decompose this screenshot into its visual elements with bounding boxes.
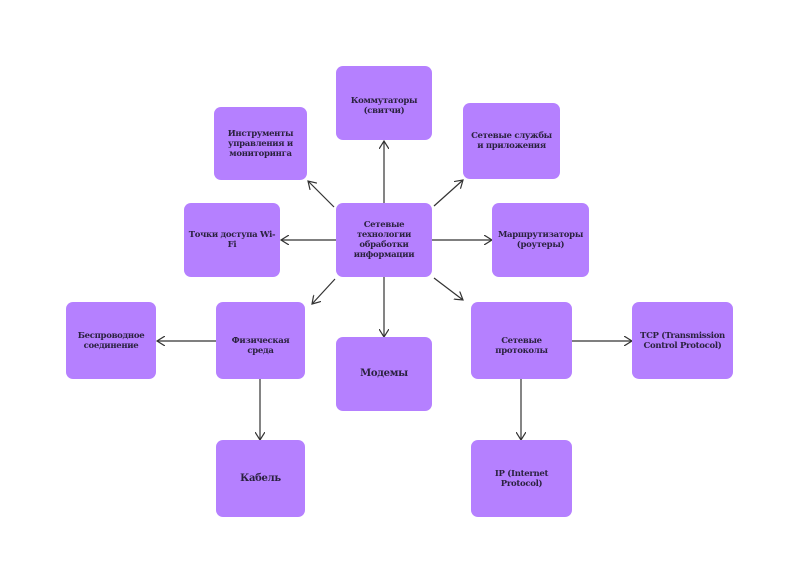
node-label: Маршрутизаторы (роутеры) bbox=[497, 230, 584, 250]
node-label: Сетевые технологии обработки информации bbox=[353, 220, 415, 260]
node-tcp[interactable]: TCP (Transmission Control Protocol) bbox=[632, 302, 733, 379]
node-label: Инструменты управления и мониторинга bbox=[227, 128, 294, 159]
node-switches[interactable]: Коммутаторы (свитчи) bbox=[336, 66, 432, 140]
node-tools[interactable]: Инструменты управления и мониторинга bbox=[214, 107, 307, 180]
node-wireless[interactable]: Беспроводное соединение bbox=[66, 302, 156, 379]
edge-center-protocols bbox=[433, 277, 463, 300]
node-center[interactable]: Сетевые технологии обработки информации bbox=[336, 203, 432, 277]
node-ip[interactable]: IP (Internet Protocol) bbox=[471, 440, 572, 517]
node-label: IP (Internet Protocol) bbox=[494, 468, 549, 489]
node-routers[interactable]: Маршрутизаторы (роутеры) bbox=[492, 203, 589, 277]
node-label: Сетевые протоколы bbox=[495, 336, 548, 356]
node-protocols[interactable]: Сетевые протоколы bbox=[471, 302, 572, 379]
node-label: Сетевые службы и приложения bbox=[471, 131, 552, 151]
node-label: Точки доступа Wi-Fi bbox=[188, 230, 276, 250]
node-label: Физическая среда bbox=[231, 336, 290, 356]
edge-center-physical bbox=[312, 278, 336, 304]
node-services[interactable]: Сетевые службы и приложения bbox=[463, 103, 560, 179]
node-label: TCP (Transmission Control Protocol) bbox=[640, 331, 725, 351]
edge-center-services bbox=[433, 180, 463, 207]
node-modems[interactable]: Модемы bbox=[336, 337, 432, 411]
node-wifi[interactable]: Точки доступа Wi-Fi bbox=[184, 203, 280, 277]
node-physical[interactable]: Физическая среда bbox=[216, 302, 305, 379]
node-cable[interactable]: Кабель bbox=[216, 440, 305, 517]
node-label: Кабель bbox=[240, 472, 281, 484]
node-label: Беспроводное соединение bbox=[77, 331, 145, 351]
edge-center-tools bbox=[308, 181, 335, 208]
node-label: Коммутаторы (свитчи) bbox=[350, 96, 418, 116]
node-label: Модемы bbox=[360, 368, 408, 379]
